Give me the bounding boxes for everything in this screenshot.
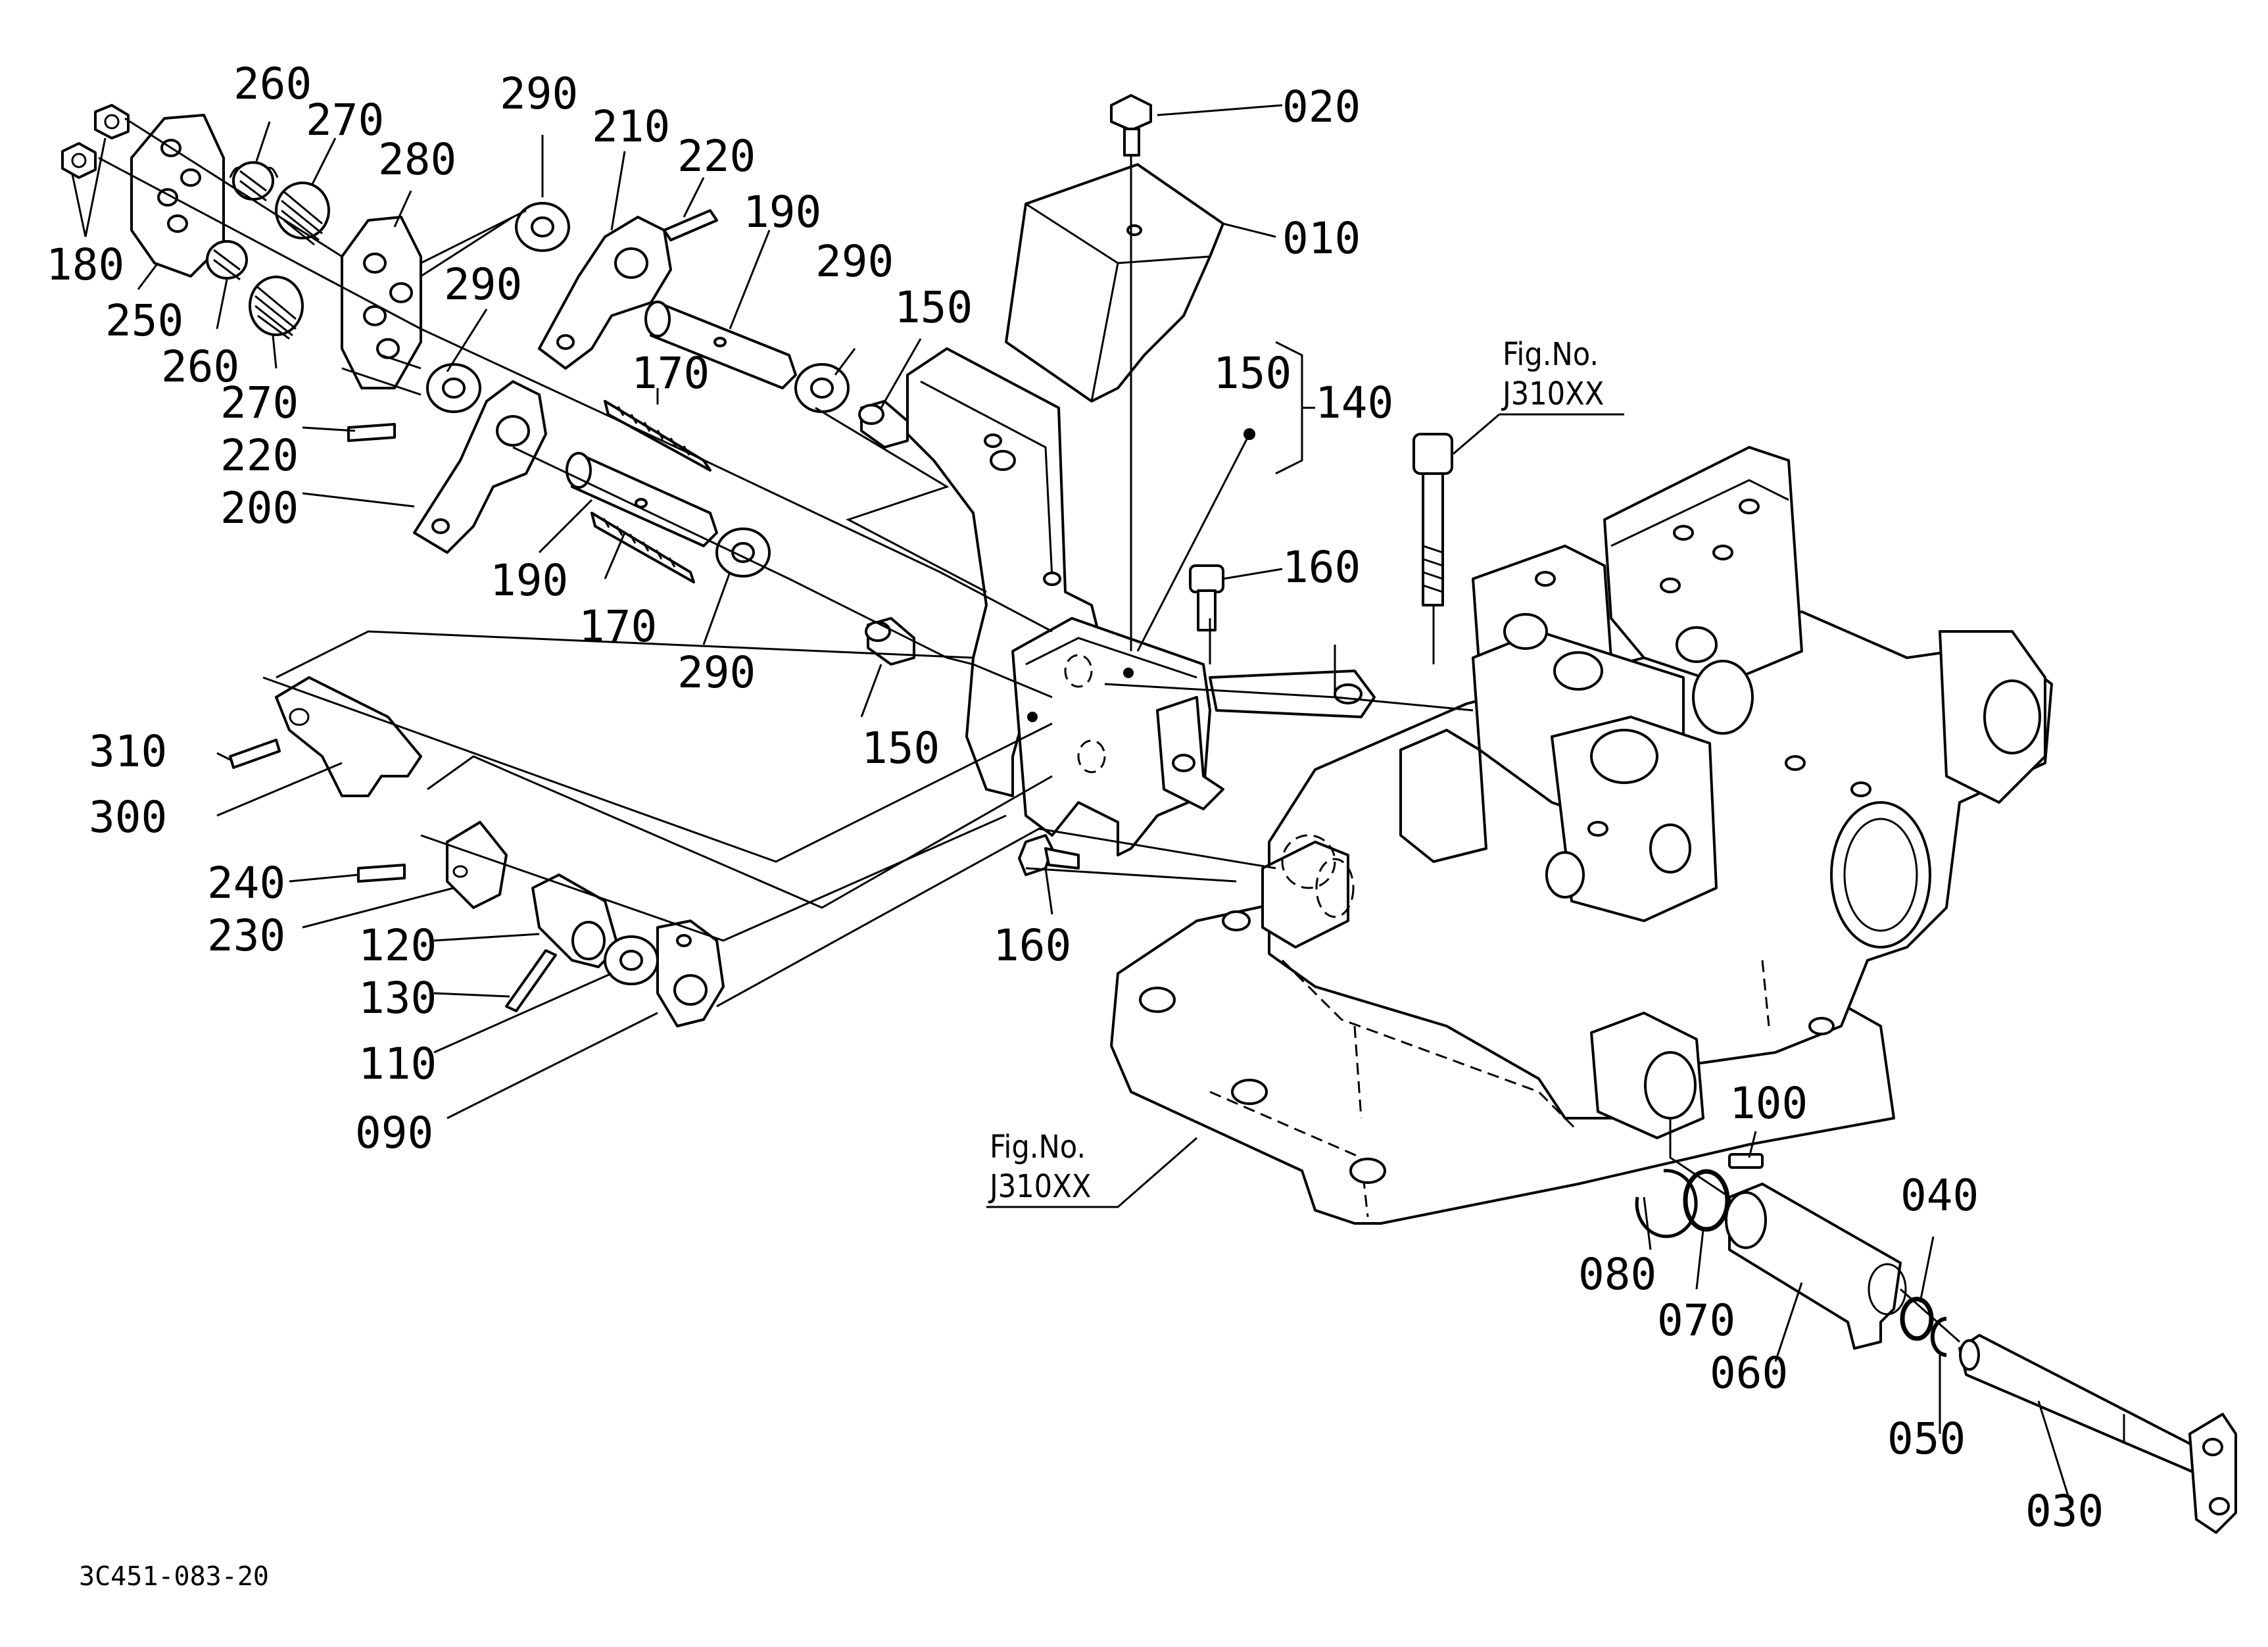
washer-290-d — [715, 528, 771, 578]
label-240: 240 — [207, 858, 285, 908]
label-150-upper: 150 — [894, 282, 973, 333]
sleeve-060 — [1725, 1183, 1907, 1350]
snap-ring-080 — [1635, 1169, 1698, 1239]
label-040: 040 — [1900, 1170, 1979, 1221]
label-070: 070 — [1657, 1295, 1735, 1346]
svg-text:J310XX: J310XX — [988, 1168, 1091, 1205]
label-110: 110 — [358, 1039, 437, 1089]
svg-text:Fig.No.: Fig.No. — [1503, 336, 1599, 373]
label-170-lower: 170 — [579, 601, 657, 652]
label-260-upper: 260 — [233, 59, 312, 109]
label-220-upper: 220 — [677, 131, 756, 182]
lever-210 — [538, 216, 672, 370]
label-160-lower: 160 — [993, 920, 1071, 971]
link-300 — [275, 676, 422, 797]
label-100: 100 — [1729, 1078, 1808, 1129]
label-150-lower: 150 — [861, 723, 940, 774]
pin-310 — [229, 739, 281, 769]
washer-110 — [604, 935, 659, 985]
label-290-a: 290 — [500, 68, 578, 119]
pin-240 — [357, 864, 406, 883]
label-030: 030 — [2025, 1486, 2104, 1536]
block-230 — [446, 821, 508, 909]
group-bracket-140 — [1136, 341, 1315, 652]
label-120: 120 — [358, 920, 437, 971]
key-100 — [1728, 1153, 1764, 1169]
label-090: 090 — [355, 1108, 433, 1158]
label-190-upper: 190 — [743, 187, 821, 237]
label-290-b: 290 — [444, 259, 522, 310]
nuts-180 — [61, 104, 130, 179]
bushing-150-upper — [858, 400, 909, 449]
label-160-upper: 160 — [1282, 542, 1361, 593]
washer-290-b — [426, 363, 481, 413]
plate-280 — [341, 216, 422, 389]
spring-270-lower — [249, 276, 304, 340]
cover-010 — [1005, 163, 1224, 403]
clip-050 — [1930, 1317, 1947, 1357]
bolt-020 — [1110, 94, 1152, 157]
pin-220-upper — [663, 209, 718, 241]
washer-290-a — [515, 202, 570, 252]
label-220-lower: 220 — [220, 430, 299, 481]
stud-170-upper — [604, 400, 712, 472]
label-050: 050 — [1887, 1413, 1966, 1464]
leader-lines — [71, 104, 2073, 1507]
label-010: 010 — [1282, 213, 1361, 264]
label-150-group: 150 — [1213, 348, 1291, 399]
spring-260-lower — [206, 240, 248, 281]
label-080: 080 — [1578, 1249, 1656, 1300]
lever-090 — [656, 920, 725, 1027]
label-210: 210 — [592, 101, 670, 152]
label-060: 060 — [1710, 1348, 1788, 1398]
part-labels: 010 020 030 040 050 060 070 080 090 100 … — [46, 59, 2104, 1536]
label-300: 300 — [89, 792, 167, 843]
svg-text:J310XX: J310XX — [1501, 376, 1604, 412]
shaft-190-lower — [566, 452, 718, 547]
o-ring-040 — [1900, 1296, 1934, 1341]
label-310: 310 — [89, 726, 167, 777]
drawing-code: 3C451-083-20 — [79, 1561, 269, 1592]
pin-130 — [505, 949, 557, 1012]
bushing-150-lower — [865, 617, 915, 666]
fig-ref-bolt — [1412, 433, 1453, 606]
spool-030 — [1958, 1334, 2237, 1534]
lever-200 — [413, 380, 547, 554]
label-270-lower: 270 — [220, 378, 299, 428]
shaft-190-upper — [644, 301, 797, 389]
label-250: 250 — [105, 295, 183, 346]
stud-170-lower — [591, 512, 695, 583]
spring-270-upper — [275, 182, 330, 246]
valve-housing — [1110, 446, 2053, 1225]
o-ring-070 — [1683, 1169, 1730, 1232]
fig-ref-top: Fig.No. J310XX — [1453, 336, 1624, 455]
label-280: 280 — [378, 134, 456, 185]
label-230: 230 — [207, 910, 285, 961]
label-190-lower: 190 — [490, 555, 568, 606]
label-180: 180 — [46, 239, 124, 290]
label-290-d: 290 — [677, 647, 756, 698]
label-270-upper: 270 — [306, 95, 384, 145]
svg-text:Fig.No.: Fig.No. — [990, 1129, 1086, 1166]
lever-bracket — [906, 347, 1376, 856]
label-130: 130 — [358, 973, 437, 1023]
spring-260-upper — [229, 161, 279, 202]
fig-ref-bottom: Fig.No. J310XX — [986, 1129, 1197, 1208]
label-260-lower: 260 — [161, 341, 239, 392]
label-020: 020 — [1282, 82, 1361, 132]
bolt-160-upper — [1189, 564, 1224, 631]
washer-290-c — [794, 363, 850, 413]
label-140: 140 — [1315, 378, 1393, 428]
label-200: 200 — [220, 483, 299, 533]
assembly-lines — [98, 117, 1960, 1343]
label-290-c: 290 — [815, 236, 894, 287]
pin-220-lower — [347, 423, 396, 442]
label-170-upper: 170 — [631, 348, 710, 399]
